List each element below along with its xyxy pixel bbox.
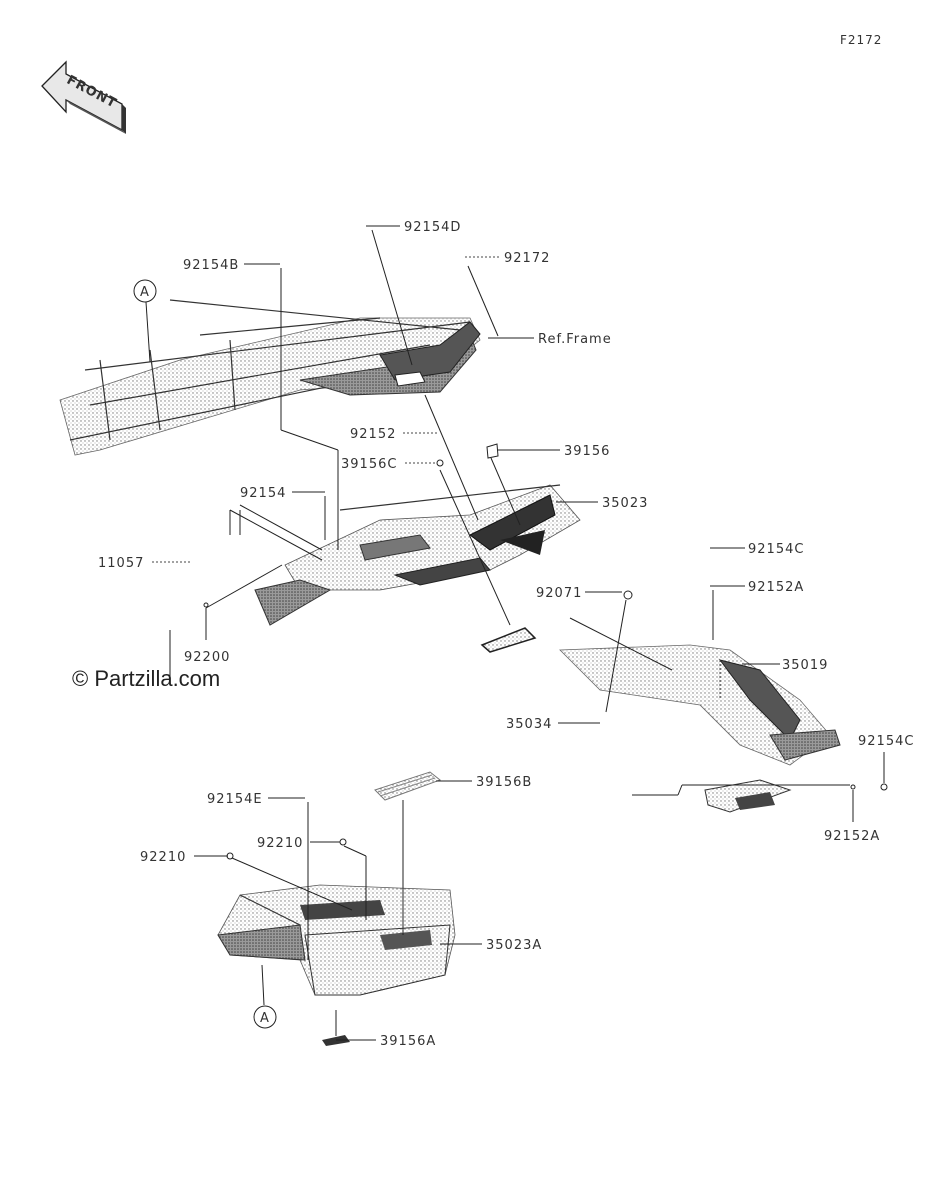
callout-39156a[interactable]: 39156A xyxy=(380,1034,436,1049)
callout-35019[interactable]: 35019 xyxy=(782,658,828,673)
callout-92154[interactable]: 92154 xyxy=(240,486,286,501)
callout-92071[interactable]: 92071 xyxy=(536,586,582,601)
front-arrow-icon: FRONT xyxy=(41,60,126,134)
callout-92154c-top[interactable]: 92154C xyxy=(748,542,804,557)
callout-11057[interactable]: 11057 xyxy=(98,556,144,571)
callout-92210-b[interactable]: 92210 xyxy=(140,850,186,865)
reference-mark-top: A xyxy=(133,279,157,303)
pad-39156b-drawing xyxy=(374,771,442,801)
callout-92154c-right[interactable]: 92154C xyxy=(858,734,914,749)
watermark: © Partzilla.com xyxy=(72,666,220,691)
callout-92152a-bottom[interactable]: 92152A xyxy=(824,829,880,844)
leader-lines xyxy=(145,225,885,1041)
callout-92154d[interactable]: 92154D xyxy=(404,220,461,235)
callouts: 92154D 92172 92154B Ref.Frame 92152 3915… xyxy=(98,220,914,1049)
callout-ref-frame[interactable]: Ref.Frame xyxy=(538,332,612,347)
callout-92200[interactable]: 92200 xyxy=(184,650,230,665)
callout-39156b[interactable]: 39156B xyxy=(476,775,532,790)
callout-92152[interactable]: 92152 xyxy=(350,427,396,442)
callout-39156[interactable]: 39156 xyxy=(564,444,610,459)
callout-35034[interactable]: 35034 xyxy=(506,717,552,732)
callout-92152a-top[interactable]: 92152A xyxy=(748,580,804,595)
clip-39156-drawing xyxy=(486,443,499,459)
callout-35023[interactable]: 35023 xyxy=(602,496,648,511)
callout-35023a[interactable]: 35023A xyxy=(486,938,542,953)
callout-39156c[interactable]: 39156C xyxy=(341,457,397,472)
callout-92154b[interactable]: 92154B xyxy=(183,258,239,273)
seat-cover-35023-drawing xyxy=(254,484,581,626)
callout-92154e[interactable]: 92154E xyxy=(207,792,263,807)
rear-fender-35019-drawing xyxy=(559,644,841,813)
callout-92210-a[interactable]: 92210 xyxy=(257,836,303,851)
diagram-code: F2172 xyxy=(840,33,882,47)
callout-92172[interactable]: 92172 xyxy=(504,251,550,266)
frame-assembly-drawing xyxy=(59,299,481,456)
bracket-39156c-drawing xyxy=(480,627,537,653)
reference-mark-bottom: A xyxy=(253,1005,277,1029)
battery-case-35023a-drawing xyxy=(217,884,456,996)
reference-mark-top-label: A xyxy=(140,285,150,300)
reference-mark-bottom-label: A xyxy=(260,1011,270,1026)
